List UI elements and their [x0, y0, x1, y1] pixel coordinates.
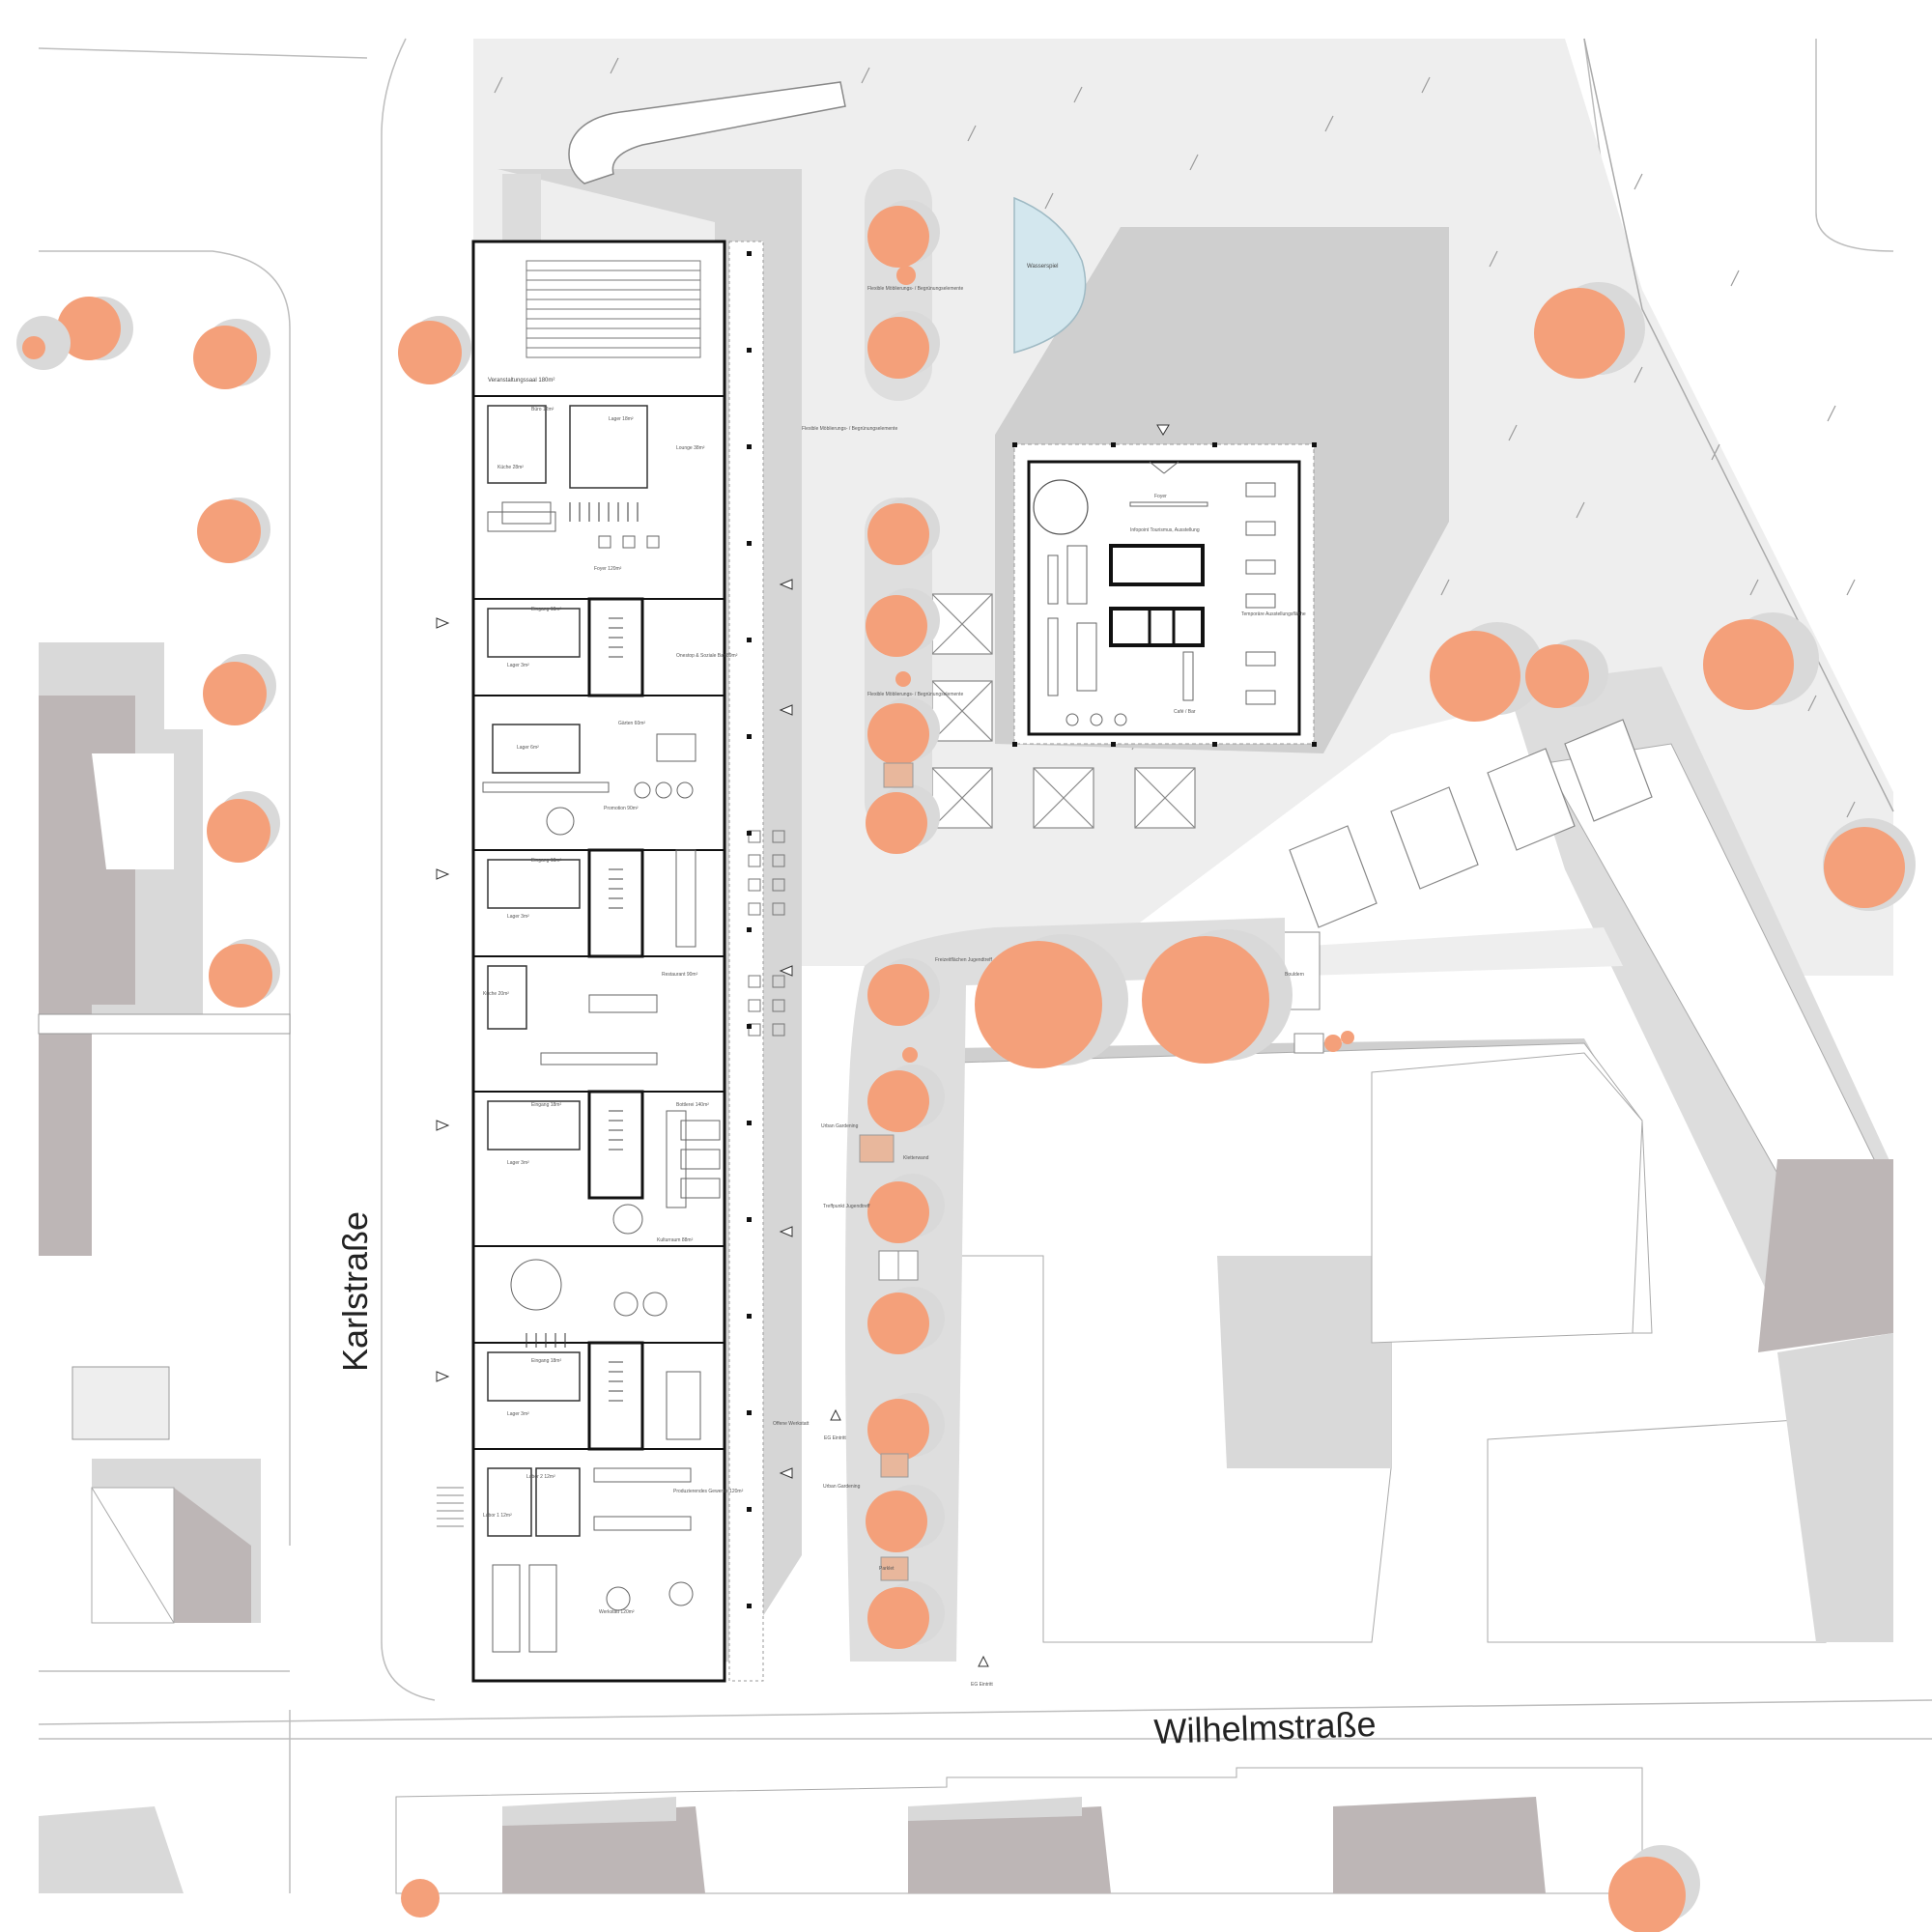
street-name-karlstrasse: Karlstraße [335, 1211, 375, 1372]
label-eg-eintritt: EG Eintritt [824, 1435, 846, 1441]
label-lager-3: Lager 3m² [507, 1160, 529, 1166]
label-lager-top: Lager 18m² [609, 416, 634, 422]
tree [866, 1485, 945, 1552]
water-feature [1013, 196, 1087, 354]
room-labels: Veranstaltungssaal 180m² Büro 12m² Lager… [483, 286, 1306, 1688]
tree [193, 319, 270, 389]
tree [867, 958, 940, 1026]
tree [1324, 1035, 1342, 1052]
label-offene-werkstatt: Offene Werkstatt [773, 1421, 810, 1427]
tree [867, 311, 940, 379]
label-eg-eintritt-bottom: EG Eintritt [971, 1682, 993, 1688]
park-path [845, 918, 1285, 1662]
label-info-tourismus: Infopoint Tourismus, Ausstellung [1130, 527, 1200, 533]
label-kulturraum: Kulturraum 88m² [657, 1237, 694, 1243]
label-kletterwand: Kletterwand [903, 1155, 929, 1161]
tree [975, 934, 1128, 1068]
tree [1534, 282, 1645, 379]
label-urban-gardening-2: Urban Gardening [823, 1484, 861, 1490]
entrance-markers [436, 424, 1170, 1667]
tree [867, 1287, 945, 1354]
tree [1430, 622, 1544, 722]
label-bouldern: Bouldern [1285, 972, 1304, 978]
pavilion-sheds [931, 593, 1196, 829]
water-feature-label: Wasserspiel [1027, 264, 1058, 270]
main-building [471, 240, 785, 1683]
label-lager-2: Lager 3m² [507, 914, 529, 920]
tree [1142, 929, 1293, 1064]
tree [867, 497, 940, 565]
right-neighbour-buildings [955, 667, 1893, 1643]
tree [867, 697, 940, 765]
label-gaerten: Gärten 60m² [618, 721, 645, 726]
label-flex-moeblierung-2: Flexible Möblierungs- / Begrünungselemen… [802, 426, 897, 432]
label-werkstatt: Werkstatt 120m² [599, 1609, 635, 1615]
tree [57, 297, 133, 360]
tree [895, 671, 911, 687]
label-flex-moeblierung-3: Flexible Möblierungs- / Begrünungselemen… [867, 692, 963, 697]
label-bottlerei: Bottlerei 140m² [676, 1102, 709, 1108]
label-lounge: Lounge 38m² [676, 445, 705, 451]
tree [1703, 612, 1819, 710]
label-labor-2: Labor 2 12m² [526, 1474, 555, 1480]
label-parklet: Parklet [879, 1566, 895, 1572]
tree [398, 316, 471, 384]
label-produzierendes-gewerbe: Produzierendes Gewerbe 120m² [673, 1489, 744, 1494]
label-freizeitflaechen: Freizeitflächen Jugendtreff [935, 957, 992, 963]
label-restaurant: Restaurant 90m² [662, 972, 698, 978]
label-urban-gardening-1: Urban Gardening [821, 1123, 859, 1129]
tree [401, 1879, 440, 1918]
outdoor-stairs [437, 1487, 464, 1527]
tree [1525, 639, 1608, 708]
label-lager-4: Lager 3m² [507, 1411, 529, 1417]
label-lager-mid: Lager 6m² [517, 745, 539, 751]
tree [1608, 1845, 1700, 1932]
label-eingang-2: Eingang 18m² [531, 858, 561, 864]
tree [1341, 1031, 1354, 1044]
tree [866, 588, 940, 657]
left-neighbour-buildings [38, 642, 291, 1624]
tree [866, 784, 940, 854]
trees [16, 200, 1916, 1932]
label-eingang-1: Eingang 18m² [531, 607, 561, 612]
label-labor-1: Labor 1 12m² [483, 1513, 512, 1519]
label-temp-ausstellung: Temporäre Ausstellungsfläche [1241, 611, 1306, 617]
south-buildings [39, 1767, 1643, 1894]
label-treffpunkt-jugend: Treffpunkt Jugendtreff [823, 1204, 870, 1209]
park-furniture [859, 762, 1324, 1581]
tree [16, 316, 71, 370]
tree [867, 1174, 945, 1243]
tree [867, 200, 940, 268]
label-promotion: Promotion 90m² [604, 806, 639, 811]
tree [207, 791, 280, 863]
label-onestop: Onestop & Soziale Bar 89m² [676, 653, 738, 659]
pavilion-building [1012, 442, 1317, 747]
label-eingang-4: Eingang 18m² [531, 1358, 561, 1364]
tree [896, 266, 916, 285]
tree [203, 654, 276, 725]
label-lager-1: Lager 3m² [507, 663, 529, 668]
tree [902, 1047, 918, 1063]
diagonal-pavilion-sheds [1289, 719, 1653, 928]
tree [197, 497, 270, 563]
label-foyer-pav: Foyer [1154, 494, 1167, 499]
label-flex-moeblierung-1: Flexible Möblierungs- / Begrünungselemen… [867, 286, 963, 292]
tree [867, 1065, 945, 1132]
ramp [568, 81, 846, 185]
label-cafe-bar: Café / Bar [1174, 709, 1196, 715]
label-veranstaltungssaal: Veranstaltungssaal 180m² [488, 378, 554, 384]
label-foyer-left: Foyer 120m² [594, 566, 622, 572]
label-kueche-top: Küche 28m² [497, 465, 524, 470]
label-eingang-3: Eingang 18m² [531, 1102, 561, 1108]
label-buero: Büro 12m² [531, 407, 554, 412]
tree [867, 1581, 945, 1649]
tree [1823, 818, 1916, 911]
tree [209, 939, 280, 1008]
tree [867, 1393, 945, 1461]
plaza-paving [473, 39, 1893, 1681]
label-kueche-mid: Küche 20m² [483, 991, 509, 997]
street-name-wilhelmstrasse: Wilhelmstraße [1153, 1704, 1377, 1751]
